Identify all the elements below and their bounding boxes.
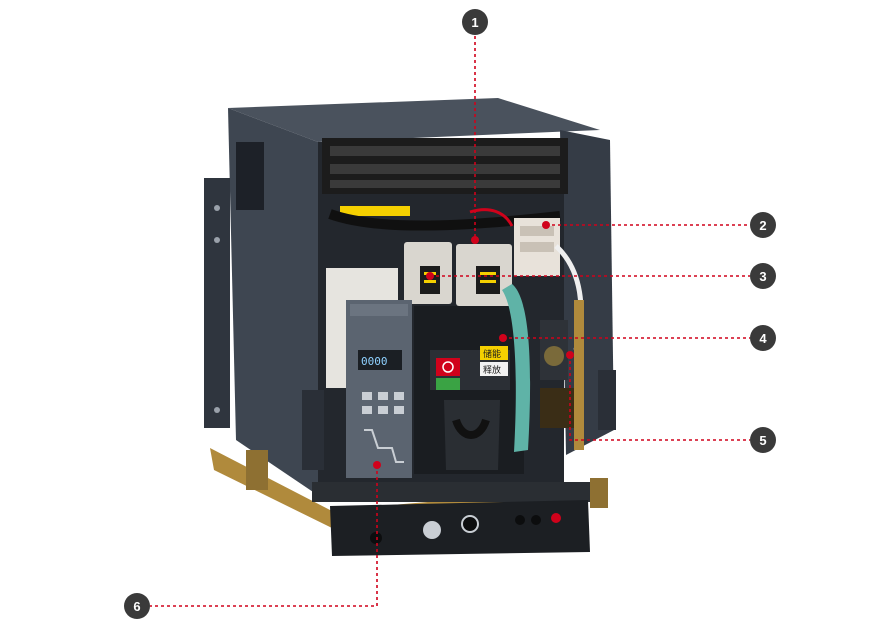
callout-number-4: 4 xyxy=(759,331,767,346)
bottom-hole xyxy=(531,515,541,525)
close-button xyxy=(436,378,460,390)
status-label-open xyxy=(480,362,508,376)
callout-number-2: 2 xyxy=(759,218,766,233)
intelligent-controller: 0000 xyxy=(346,300,412,478)
callout-badge-5: 5 xyxy=(750,427,776,453)
bottom-hole xyxy=(515,515,525,525)
callout-badge-1: 1 xyxy=(462,9,488,35)
left-handle-slot xyxy=(236,142,264,210)
callout-number-1: 1 xyxy=(471,15,478,30)
charging-handle-grip xyxy=(452,418,490,439)
left-copper-busbar xyxy=(246,450,268,490)
base-plate xyxy=(312,482,602,502)
leader-5 xyxy=(569,355,750,441)
anchor-dot-1 xyxy=(471,236,479,244)
aux-contact-detail xyxy=(520,242,554,252)
controller-display-digits: 0000 xyxy=(361,355,388,368)
anchor-dot-4 xyxy=(499,334,507,342)
bracket-screw xyxy=(214,407,220,413)
bracket-screw xyxy=(214,205,220,211)
spring-charging-mechanism xyxy=(502,284,531,452)
callout-badge-4: 4 xyxy=(750,325,776,351)
aux-contact-detail xyxy=(520,226,554,236)
callout-badge-6: 6 xyxy=(124,593,150,619)
callout-badge-3: 3 xyxy=(750,263,776,289)
terminal-screws xyxy=(330,146,560,188)
status-label-closed-text: 储能 xyxy=(483,348,501,359)
leader-6 xyxy=(150,465,378,607)
bottom-red-button xyxy=(551,513,561,523)
bottom-hole xyxy=(370,532,382,544)
anchor-dot-3 xyxy=(426,272,434,280)
energy-storage-motor xyxy=(540,300,584,450)
left-bracket xyxy=(204,178,230,428)
status-label-closed xyxy=(480,346,508,360)
callout-number-5: 5 xyxy=(759,433,766,448)
callout-number-6: 6 xyxy=(133,599,140,614)
callout-number-3: 3 xyxy=(759,269,766,284)
housing-top xyxy=(228,98,600,142)
callout-badge-2: 2 xyxy=(750,212,776,238)
racking-socket xyxy=(461,515,479,533)
leader-anchors xyxy=(373,221,574,469)
shunt-release-coils xyxy=(404,242,512,306)
racking-knob xyxy=(423,521,441,539)
anchor-dot-6 xyxy=(373,461,381,469)
yellow-label-strip xyxy=(340,206,410,216)
anchor-dot-5 xyxy=(566,351,574,359)
callout-leaders xyxy=(150,36,750,607)
status-label-open-text: 释放 xyxy=(483,364,501,375)
left-lower-bracket xyxy=(302,390,324,470)
right-copper-busbar xyxy=(590,478,608,508)
controller-curve-graphic xyxy=(364,429,404,463)
anchor-dot-2 xyxy=(542,221,550,229)
circuit-breaker-illustration: 0000 储能 释放 xyxy=(204,98,616,556)
open-button-ring xyxy=(442,361,454,373)
right-bracket xyxy=(598,370,616,430)
front-bottom-panel xyxy=(330,500,590,556)
open-button xyxy=(436,358,460,376)
bracket-screw xyxy=(214,237,220,243)
